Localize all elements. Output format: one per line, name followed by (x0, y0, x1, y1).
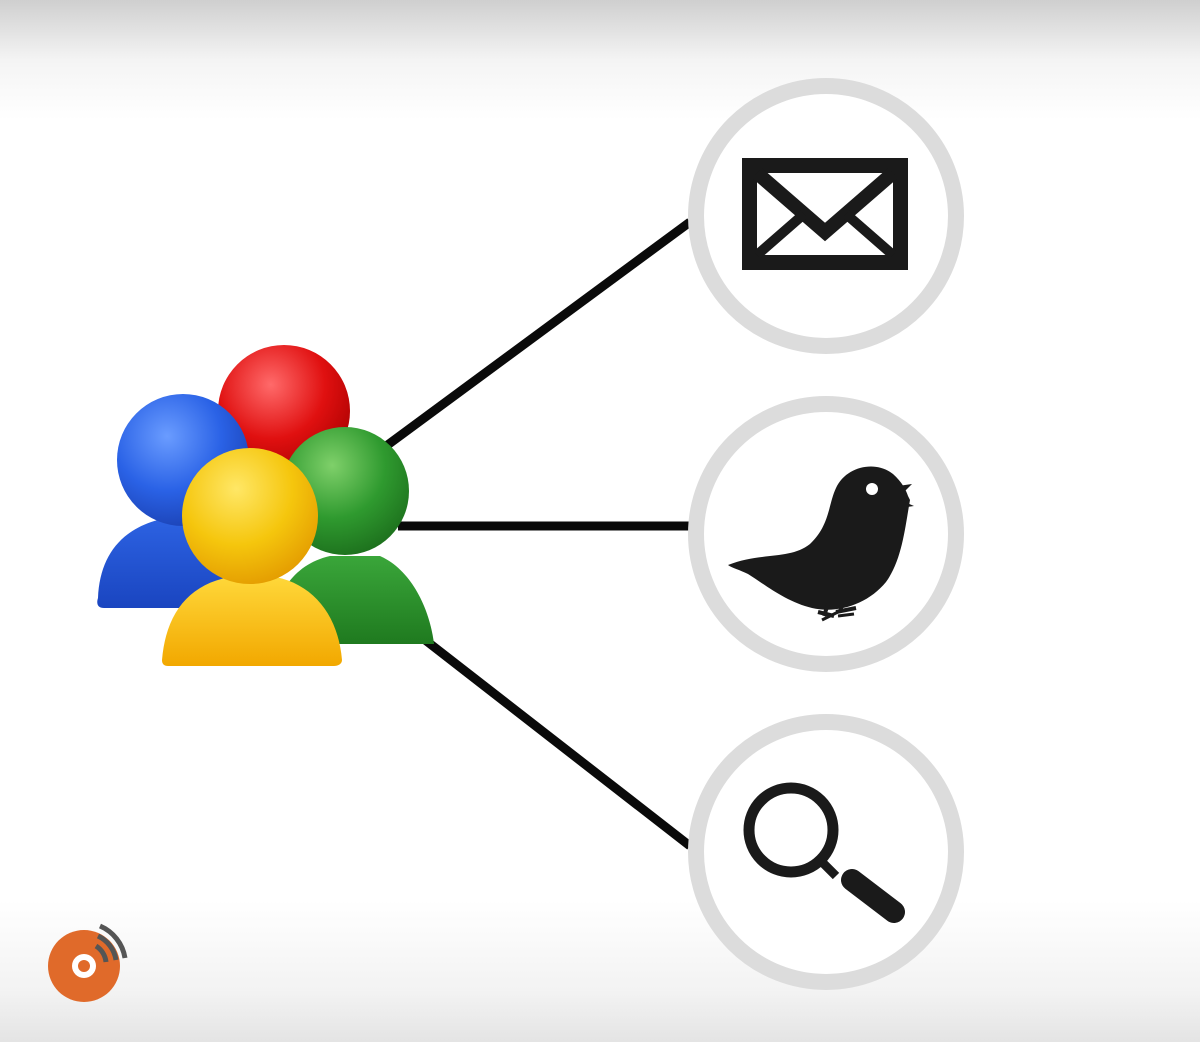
connector-line-email (375, 218, 693, 456)
yellow-person (162, 448, 342, 666)
envelope-icon (742, 158, 908, 270)
broadcast-logo-icon (48, 923, 128, 1002)
user-group-icon (97, 345, 434, 666)
magnifier-icon (743, 782, 905, 923)
bird-icon (728, 466, 914, 622)
connector-line-search (417, 632, 693, 850)
